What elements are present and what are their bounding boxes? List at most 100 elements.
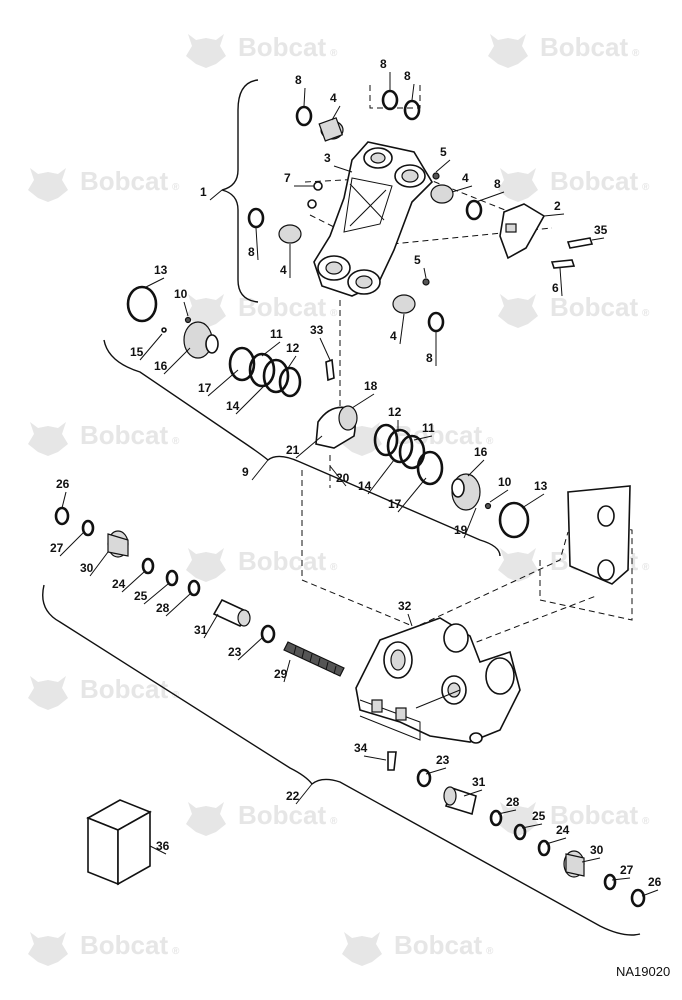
watermark-text: Bobcat <box>238 546 326 576</box>
callout-number: 23 <box>228 645 242 659</box>
link-assembly <box>247 89 594 333</box>
callout-leader <box>251 459 269 481</box>
callout-number: 29 <box>274 667 288 681</box>
callout-number: 13 <box>534 479 548 493</box>
coupler-group-22-left <box>54 506 397 771</box>
callout-number: 25 <box>532 809 546 823</box>
bobcat-logo-icon <box>488 34 528 68</box>
callout-leader <box>61 491 67 509</box>
callout-number: 21 <box>286 443 300 457</box>
callout-leader <box>89 551 109 577</box>
callout-number: 20 <box>336 471 350 485</box>
watermark-mark: ® <box>172 436 180 447</box>
callout-9: 9 <box>242 459 269 481</box>
callout-leader <box>367 459 395 495</box>
watermark-text: Bobcat <box>550 166 638 196</box>
callout-number: 33 <box>310 323 324 337</box>
callout-18: 18 <box>351 379 378 409</box>
callout-number: 16 <box>474 445 488 459</box>
callout-leader <box>407 613 413 627</box>
callout-number: 12 <box>286 341 300 355</box>
callout-number: 8 <box>248 245 255 259</box>
group-bracket-22 <box>42 584 641 936</box>
callout-5: 5 <box>414 253 427 279</box>
callout-number: 18 <box>364 379 378 393</box>
watermark-layer: Bobcat®Bobcat®Bobcat®Bobcat®Bobcat®Bobca… <box>28 32 650 966</box>
callout-21: 21 <box>286 435 323 459</box>
callout-28: 28 <box>156 593 191 617</box>
callout-leader <box>543 213 565 217</box>
callout-25: 25 <box>521 809 546 829</box>
callout-8: 8 <box>248 227 259 261</box>
callout-leader <box>413 435 433 441</box>
callout-leader <box>237 637 263 661</box>
watermark-mark: ® <box>632 48 640 59</box>
callout-8: 8 <box>426 332 437 366</box>
watermark-mark: ® <box>642 562 650 573</box>
watermark-mark: ® <box>330 48 338 59</box>
watermark-mark: ® <box>486 946 494 957</box>
callout-number: 4 <box>390 329 397 343</box>
callout-number: 31 <box>194 623 208 637</box>
callout-number: 9 <box>242 465 249 479</box>
callout-leader <box>143 277 165 289</box>
callout-number: 8 <box>380 57 387 71</box>
callout-leader <box>255 227 259 261</box>
callout-4: 4 <box>280 244 291 278</box>
watermark-mark: ® <box>330 816 338 827</box>
callout-number: 26 <box>648 875 662 889</box>
callout-leader <box>261 341 281 357</box>
callout-30: 30 <box>581 843 604 863</box>
callout-27: 27 <box>50 531 85 557</box>
coupler-housing <box>355 617 521 744</box>
callout-29: 29 <box>274 659 291 683</box>
callout-leader <box>467 459 485 477</box>
watermark-text: Bobcat <box>394 930 482 960</box>
callout-23: 23 <box>425 753 450 775</box>
callout-number: 34 <box>354 741 368 755</box>
callout-6: 6 <box>552 267 563 297</box>
callout-leader <box>641 889 659 897</box>
callout-number: 1 <box>200 185 207 199</box>
callout-number: 14 <box>358 479 372 493</box>
bobcat-logo-icon <box>186 802 226 836</box>
callout-leader <box>149 845 167 855</box>
callout-number: 16 <box>154 359 168 373</box>
callout-leader <box>295 435 323 459</box>
bobcat-logo-icon <box>186 294 226 328</box>
callout-15: 15 <box>130 333 163 361</box>
watermark-7: Bobcat® <box>28 420 180 456</box>
watermark-3: Bobcat® <box>28 166 180 202</box>
callout-28: 28 <box>497 795 520 815</box>
bobcat-logo-icon <box>342 932 382 966</box>
callout-8: 8 <box>404 69 415 101</box>
callout-leader <box>295 783 313 805</box>
callout-8: 8 <box>295 73 306 107</box>
callout-23: 23 <box>228 637 263 661</box>
callout-leader <box>363 755 387 761</box>
callout-number: 11 <box>422 421 435 435</box>
callout-26: 26 <box>56 477 70 509</box>
callout-13: 13 <box>143 263 168 289</box>
callout-11: 11 <box>413 421 435 441</box>
bobcat-logo-icon <box>498 294 538 328</box>
bobcat-logo-icon <box>28 422 68 456</box>
watermark-text: Bobcat <box>238 32 326 62</box>
callout-10: 10 <box>174 287 189 317</box>
callout-33: 33 <box>310 323 331 361</box>
callout-25: 25 <box>134 583 169 605</box>
watermark-mark: ® <box>172 946 180 957</box>
callout-number: 13 <box>154 263 168 277</box>
callout-26: 26 <box>641 875 662 897</box>
bobcat-logo-icon <box>28 676 68 710</box>
callout-leader <box>333 165 353 173</box>
callout-number: 11 <box>270 327 283 341</box>
callout-leader <box>143 583 169 605</box>
drawing-code: NA19020 <box>616 964 670 979</box>
callout-number: 4 <box>462 171 469 185</box>
callout-leader <box>581 857 601 863</box>
callout-number: 27 <box>620 863 634 877</box>
callout-3: 3 <box>324 151 353 173</box>
watermark-12: Bobcat® <box>186 800 338 836</box>
callout-27: 27 <box>611 863 634 881</box>
